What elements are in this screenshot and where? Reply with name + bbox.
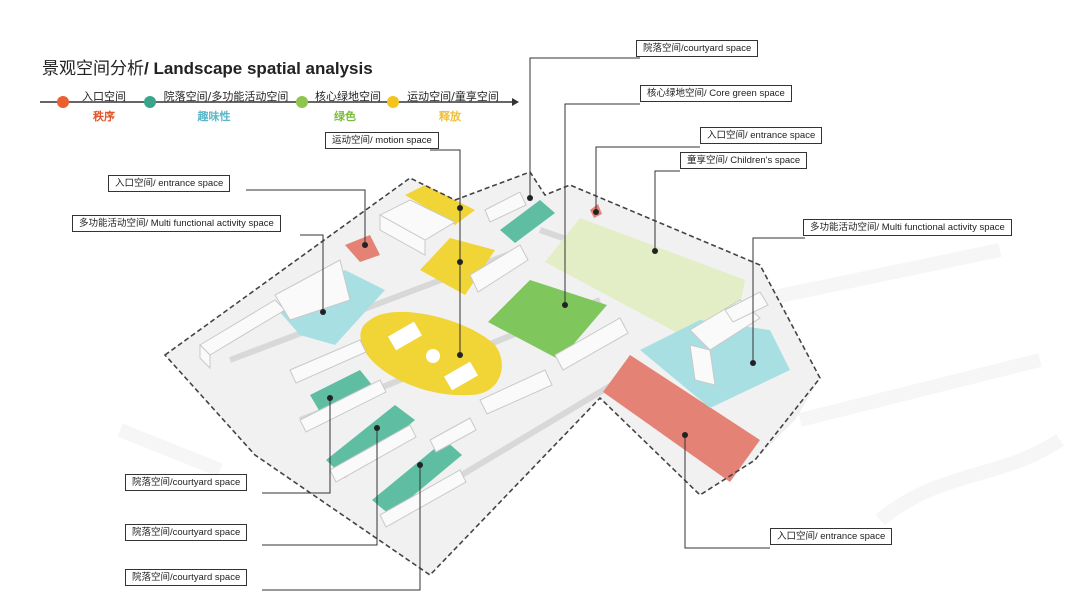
- callout-courtyard-2: 院落空间/courtyard space: [125, 524, 248, 541]
- zone-motion-middle: [420, 238, 495, 295]
- track-infield-1: [388, 321, 422, 351]
- legend-label-entrance: 入口空间: [82, 90, 126, 103]
- callout-courtyard-1: 院落空间/courtyard space: [125, 474, 248, 491]
- zone-entrance-bottom: [603, 355, 760, 482]
- zone-entrance-left: [345, 235, 380, 262]
- zone-motion-top: [405, 185, 475, 225]
- callout-children: 童享空间/ Children's space: [680, 152, 808, 169]
- legend-dot-courtyard: [144, 96, 156, 108]
- title-en: / Landscape spatial analysis: [144, 59, 373, 78]
- page-title: 景观空间分析/ Landscape spatial analysis: [42, 54, 373, 79]
- callout-motion: 运动空间/ motion space: [325, 132, 439, 149]
- callout-core-green: 核心绿地空间/ Core green space: [640, 85, 792, 102]
- title-cn: 景观空间分析: [42, 59, 144, 79]
- buildings: [199, 191, 769, 528]
- legend-label-green: 核心绿地空间: [315, 90, 381, 103]
- track-center: [426, 349, 440, 363]
- zone-core-green: [488, 280, 607, 360]
- zone-multi-left: [278, 270, 385, 345]
- legend-label-courtyard: 院落空间/多功能活动空间: [163, 90, 289, 103]
- leader-dots: [320, 195, 756, 468]
- zone-courtyard-top: [500, 200, 555, 243]
- legend-dot-green: [296, 96, 308, 108]
- leader-lines: [246, 57, 805, 591]
- background-roads: [117, 243, 1064, 526]
- site-boundary: [163, 171, 821, 577]
- callout-entrance-left: 入口空间/ entrance space: [108, 175, 231, 192]
- legend-sub-entrance: 秩序: [93, 110, 115, 123]
- legend-sub-motion: 释放: [439, 110, 461, 123]
- callout-courtyard-top: 院落空间/courtyard space: [636, 40, 759, 57]
- legend-sub-courtyard: 趣味性: [197, 110, 231, 123]
- zone-courtyard-3: [372, 440, 462, 515]
- legend-dot-entrance: [57, 96, 69, 108]
- callout-courtyard-3: 院落空间/courtyard space: [125, 569, 248, 586]
- callout-entrance-bottom: 入口空间/ entrance space: [770, 528, 893, 545]
- legend-label-motion: 运动空间/童享空间: [407, 90, 499, 103]
- callout-multi-right: 多功能活动空间/ Multi functional activity space: [803, 219, 1012, 236]
- legend-dot-motion: [387, 96, 399, 108]
- timeline-arrow-icon: [512, 98, 519, 106]
- zone-children: [545, 218, 745, 345]
- callout-multi-left: 多功能活动空间/ Multi functional activity space: [72, 215, 281, 232]
- track-infield-2: [444, 361, 478, 391]
- zone-courtyard-1: [310, 370, 372, 412]
- callout-entrance-right: 入口空间/ entrance space: [700, 127, 823, 144]
- legend-sub-green: 绿色: [334, 110, 356, 123]
